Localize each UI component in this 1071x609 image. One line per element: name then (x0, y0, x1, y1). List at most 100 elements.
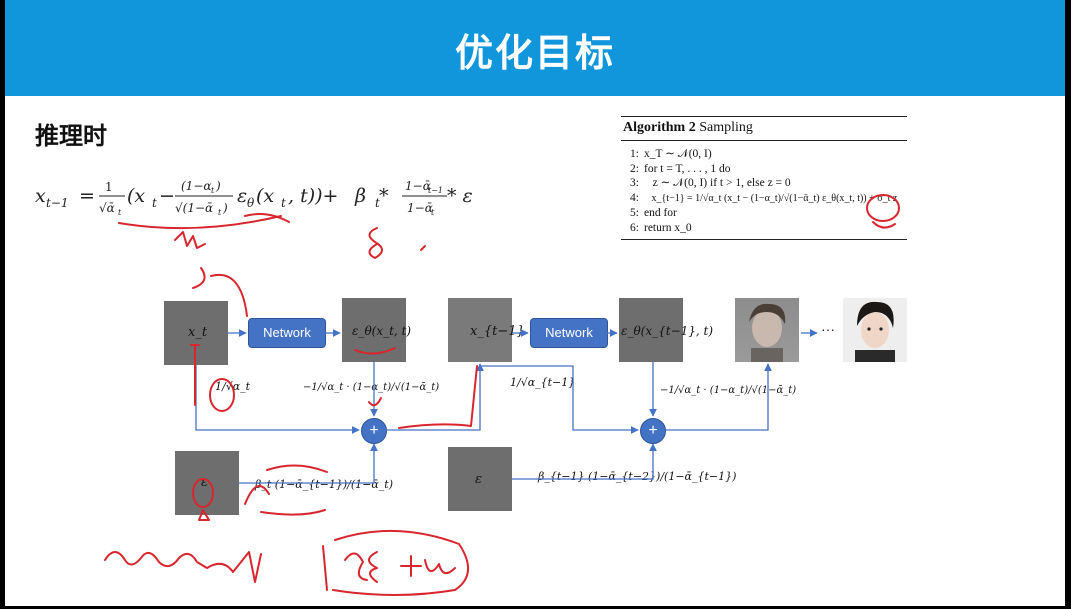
algorithm-line: 6: return x_0 (623, 221, 905, 236)
shoulders-shape (855, 350, 895, 362)
frac2-num-close: ) (215, 179, 221, 193)
algorithm-top-rule (621, 116, 907, 117)
algorithm-line-number: 6: (630, 221, 639, 234)
coef-inv-sqrt-alpha-t-1: 1/√α_{t−1} (510, 376, 576, 389)
underline-mean-term (118, 215, 282, 230)
xt-1-label: x_{t−1} (470, 324, 525, 339)
eye-left (867, 327, 871, 331)
algorithm-line-number: 3: (630, 177, 639, 189)
network-block-2: Network (530, 318, 608, 348)
algorithm-line-text: return x_0 (644, 221, 692, 234)
formula-eps-args-close: , t))+ (288, 185, 338, 207)
algorithm-bottom-rule (621, 239, 907, 240)
formula-eps-args: (x (256, 185, 274, 207)
path-to-xt1 (398, 365, 478, 429)
formula-tail: * ε (447, 185, 473, 207)
mark-noise-triangle (198, 509, 210, 521)
arrow-sum1-to-xt1 (386, 363, 484, 431)
face-shape (752, 309, 782, 347)
algorithm-line-text: for t = T, . . . , 1 do (644, 162, 731, 175)
frac2-num-sub: t (211, 186, 215, 195)
scribble-delta (368, 227, 383, 259)
section-title: 推理时 (35, 122, 107, 150)
eps-output-2-label: ε_θ(x_{t−1}, t) (621, 324, 714, 338)
coef-eps-2: −1/√α_t · (1−α_t)/√(1−ᾱ_t) (660, 385, 797, 396)
noise-epsilon-1-label: ε (201, 475, 208, 490)
frac2-den-close: ) (222, 201, 228, 215)
formula-beta-sub: t (375, 196, 380, 210)
hair-shape (749, 303, 786, 324)
circle-inv-sqrt (209, 378, 235, 412)
xt-label: x_t (188, 325, 208, 340)
handwritten-q-formula (104, 551, 262, 583)
partially-denoised-face-image (735, 298, 799, 362)
eps-output-2-box: ε_θ(x_{t−1}, t) (619, 298, 713, 362)
formula-eps-args-sub: t (281, 196, 286, 210)
shoulders-shape (751, 348, 783, 362)
frac2-den-sub: t (218, 208, 222, 217)
algorithm-line-number: 1: (630, 148, 639, 160)
handwritten-annotations (104, 194, 900, 596)
term-open-sub: t (152, 196, 157, 210)
handwritten-box (332, 529, 469, 596)
circle-noise (192, 478, 214, 508)
header-bar: 优化目标 (5, 0, 1065, 96)
clean-face-image (843, 298, 907, 362)
scribble-mu (174, 231, 206, 249)
algorithm-line: 3: z ∼ 𝒩(0, I) if t > 1, else z = 0 (623, 176, 905, 191)
algorithm-line-number: 4: (630, 191, 639, 204)
frac3-num-sub: t−1 (428, 186, 443, 195)
frac1-den-sub: t (118, 208, 122, 217)
continuation-dots: ··· (821, 321, 835, 337)
arrow-noise2-to-sum2 (512, 443, 657, 480)
arrow-xt-to-sum1 (195, 365, 360, 434)
eps-output-1-label: ε_θ(x_t, t) (352, 324, 412, 338)
eps-output-1-box: ε_θ(x_t, t) (342, 298, 411, 362)
algorithm-line-text: end for (644, 207, 677, 219)
frac2-den: √(1−ᾱ (175, 201, 213, 215)
sum-node-1: + (361, 418, 387, 444)
noisy-image-xt-1: x_{t−1} (448, 298, 525, 362)
formula-lhs-sub: t−1 (46, 196, 69, 210)
algorithm-line: 2: for t = T, . . . , 1 do (623, 162, 905, 177)
algorithm-line-number: 5: (630, 207, 639, 219)
formula-minus: − (159, 185, 175, 207)
handwritten-plus (400, 555, 422, 577)
algorithm-mid-rule (621, 140, 907, 141)
algorithm-title-rest: Sampling (695, 120, 753, 135)
formula-eps: ε (237, 185, 247, 207)
diagram-connections (104, 194, 900, 596)
underline-sigma-z (872, 221, 896, 229)
mark-sqrt-beta (244, 485, 270, 505)
noise-epsilon-box-1: ε (175, 451, 239, 515)
stray-mark (420, 245, 426, 251)
algorithm-line: 4: x_{t−1} = 1/√α_t (x_t − (1−α_t)/√(1−ᾱ… (623, 191, 905, 207)
underline-beta-bottom (260, 509, 326, 516)
coef-beta-t-1: β_{t−1} (1−ᾱ_{t−2})/(1−ᾱ_{t−1}) (538, 470, 737, 483)
algorithm-line-number: 2: (630, 162, 639, 175)
eye-right (879, 327, 883, 331)
formula-svg: x t−1 = 1 √ᾱ t (x t − (1−α t ) √(1−ᾱ t ) (35, 179, 473, 217)
face-shape (861, 312, 889, 348)
arrow-t-to-network (210, 273, 248, 317)
frac2-num: (1−α (181, 179, 211, 193)
scribble-t (192, 267, 206, 289)
arrow-sum2-to-face (666, 363, 772, 431)
frac3-den-sub: t (431, 208, 435, 217)
mark-sum1 (368, 397, 382, 407)
frac1-num: 1 (105, 180, 113, 194)
handwritten-mu (424, 559, 456, 575)
handwritten-delta (344, 552, 368, 581)
formula-equals: = (79, 185, 95, 207)
algorithm-title: Algorithm 2 Sampling (621, 117, 907, 140)
arrow-xt1-to-sum2 (479, 364, 639, 434)
noise-epsilon-box-2: ε (448, 447, 512, 511)
algorithm-title-bold: Algorithm 2 (623, 120, 696, 135)
algorithm-line: 5: end for (623, 206, 905, 221)
algorithm-line-text: z ∼ 𝒩(0, I) if t > 1, else z = 0 (644, 177, 791, 189)
circle-sigma-z (866, 194, 900, 222)
algorithm-line-text: x_T ∼ 𝒩(0, I) (644, 148, 712, 160)
formula-eps-sub: θ (247, 196, 255, 210)
algorithm-lines: 1: x_T ∼ 𝒩(0, I) 2: for t = T, . . . , 1 d… (621, 141, 907, 239)
frac3-num: 1−ᾱ (405, 179, 431, 193)
